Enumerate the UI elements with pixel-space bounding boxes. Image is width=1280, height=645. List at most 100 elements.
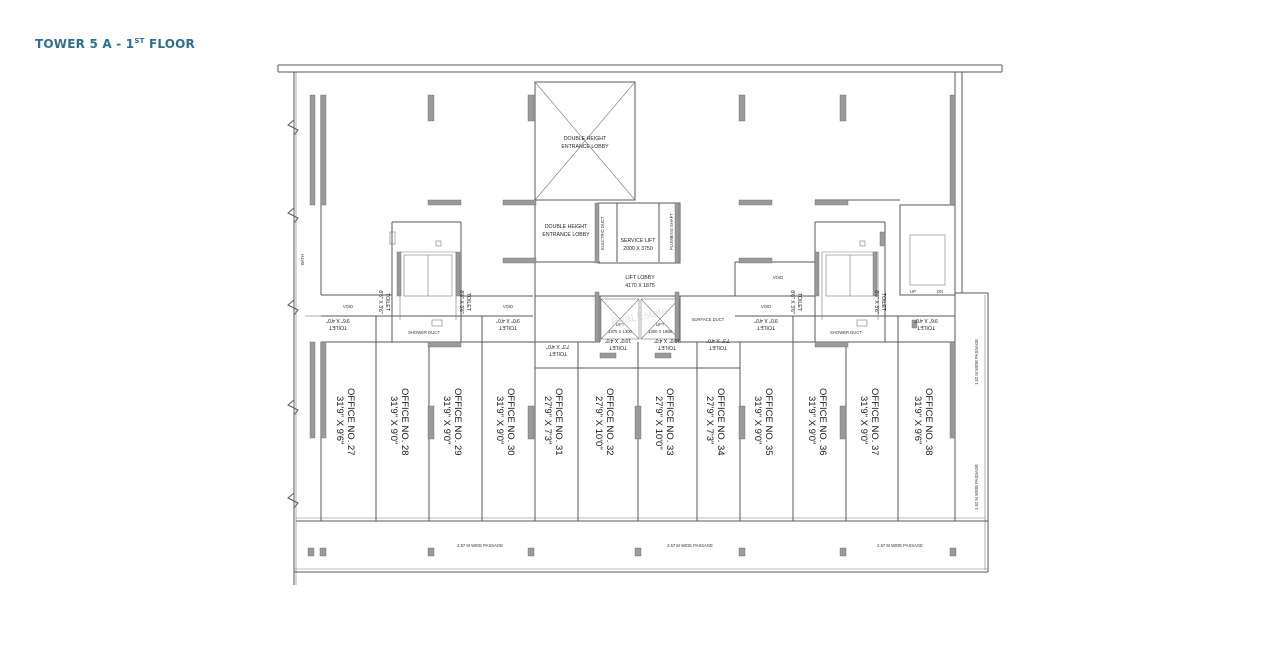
office-size: 31'9" X 9'0"	[494, 396, 505, 444]
dh-lobby-low-line2: ENTRANCE LOBBY	[542, 232, 590, 238]
dh-lobby-top-line1: DOUBLE HEIGHT	[564, 136, 607, 142]
stair-down-label: DN	[937, 289, 943, 294]
bath-label: BATH	[300, 254, 305, 265]
toilet-size: 8'6" X 3'6"	[873, 290, 879, 314]
page-title: TOWER 5 A - 1ST FLOOR	[35, 37, 195, 51]
toilet-label: TOILET	[548, 350, 567, 356]
toilet-size: 7'3" X 4'0"	[546, 343, 570, 349]
shower-duct-label: SHOWER DUCT	[830, 330, 862, 335]
office-size: 31'9" X 9'0"	[806, 396, 817, 444]
plumbing-shaft-label: PLUMBING SHAFT	[669, 213, 674, 250]
electric-duct-label: ELECTRIC DUCT	[600, 216, 605, 250]
toilet-label: TOILET	[608, 344, 627, 350]
service-lift-size: 2000 X 3750	[623, 246, 653, 252]
columns	[307, 94, 957, 557]
office-size: 27'9" X 7'3"	[542, 396, 553, 444]
toilet-label: TOILET	[796, 293, 802, 312]
office-partitions	[320, 316, 956, 521]
lift-2-size: 1300 X 1888	[648, 329, 672, 334]
toilet-size: 9'6" X 4'0"	[326, 317, 350, 323]
office-size: 31'9" X 9'0"	[441, 396, 452, 444]
office-size: 31'9" X 9'6"	[334, 396, 345, 444]
stair-left	[403, 254, 453, 297]
toilet-size: 9'0" X 4'0"	[754, 317, 778, 323]
toilet-label: TOILET	[756, 324, 775, 330]
toilet-size: 8'6" X 3'6"	[377, 290, 383, 314]
side-passage-label: 1.52 M WIDE PASSAGE	[974, 339, 979, 385]
toilet-label: TOILET	[498, 324, 517, 330]
office-name: OFFICE NO. 34	[715, 388, 726, 456]
lift-2-label: LIFT	[656, 322, 665, 327]
toilet-label: TOILET	[465, 293, 471, 312]
toilet-label: TOILET	[384, 293, 390, 312]
office-size: 27'9" X 10'0"	[593, 396, 604, 450]
fixtures	[389, 231, 868, 327]
toilet-label: TOILET	[916, 324, 935, 330]
toilet-size: 9'6" X 4'0"	[914, 317, 938, 323]
office-name: OFFICE NO. 28	[399, 388, 410, 456]
toilet-label: TOILET	[880, 293, 886, 312]
toilet-label: TOILET	[657, 344, 676, 350]
passage-label: 2.57 M WIDE PASSAGE	[457, 543, 503, 548]
passage-label: 2.57 M WIDE PASSAGE	[667, 543, 713, 548]
stair-up-label: UP	[910, 289, 916, 294]
outer-walls	[277, 64, 1003, 585]
toilet-label: TOILET	[328, 324, 347, 330]
lift-1-size: 1375 X 1300	[608, 329, 632, 334]
void-label: VOID	[343, 304, 353, 309]
office-size: 31'9" X 9'0"	[388, 396, 399, 444]
toilet-size: 8'6" X 3'6"	[458, 290, 464, 314]
office-name: OFFICE NO. 36	[817, 388, 828, 456]
dh-lobby-top-line2: ENTRANCE LOBBY	[561, 144, 609, 150]
office-name: OFFICE NO. 32	[604, 388, 615, 456]
toilet-size: 7'3" X 4'0"	[706, 337, 730, 343]
lobby-labels: DOUBLE HEIGHT ENTRANCE LOBBY DOUBLE HEIG…	[542, 136, 724, 334]
office-size: 31'9" X 9'0"	[752, 396, 763, 444]
shower-duct-label: SHOWER DUCT	[408, 330, 440, 335]
lift-1-label: LIFT	[616, 322, 625, 327]
lift-lobby-size: 4170 X 1875	[625, 283, 655, 289]
office-name: OFFICE NO. 27	[345, 388, 356, 456]
void-label: VOID	[773, 275, 783, 280]
center-core	[534, 81, 955, 521]
toilet-size: 8'6" X 3'6"	[789, 290, 795, 314]
surface-duct-label: SURFACE DUCT	[692, 317, 725, 322]
void-label: VOID	[761, 304, 771, 309]
dh-lobby-low-line1: DOUBLE HEIGHT	[545, 224, 588, 230]
office-name: OFFICE NO. 29	[452, 388, 463, 456]
office-size: 31'9" X 9'6"	[912, 396, 923, 444]
office-name: OFFICE NO. 37	[869, 388, 880, 456]
office-name: OFFICE NO. 35	[763, 388, 774, 456]
office-size: 31'9" X 9'0"	[858, 396, 869, 444]
toilet-size: 10'0" X 4'0"	[605, 337, 632, 343]
office-name: OFFICE NO. 30	[505, 388, 516, 456]
office-name: OFFICE NO. 31	[553, 388, 564, 456]
office-name: OFFICE NO. 33	[664, 388, 675, 456]
office-size: 27'9" X 7'3"	[704, 396, 715, 444]
passage-label: 2.57 M WIDE PASSAGE	[877, 543, 923, 548]
